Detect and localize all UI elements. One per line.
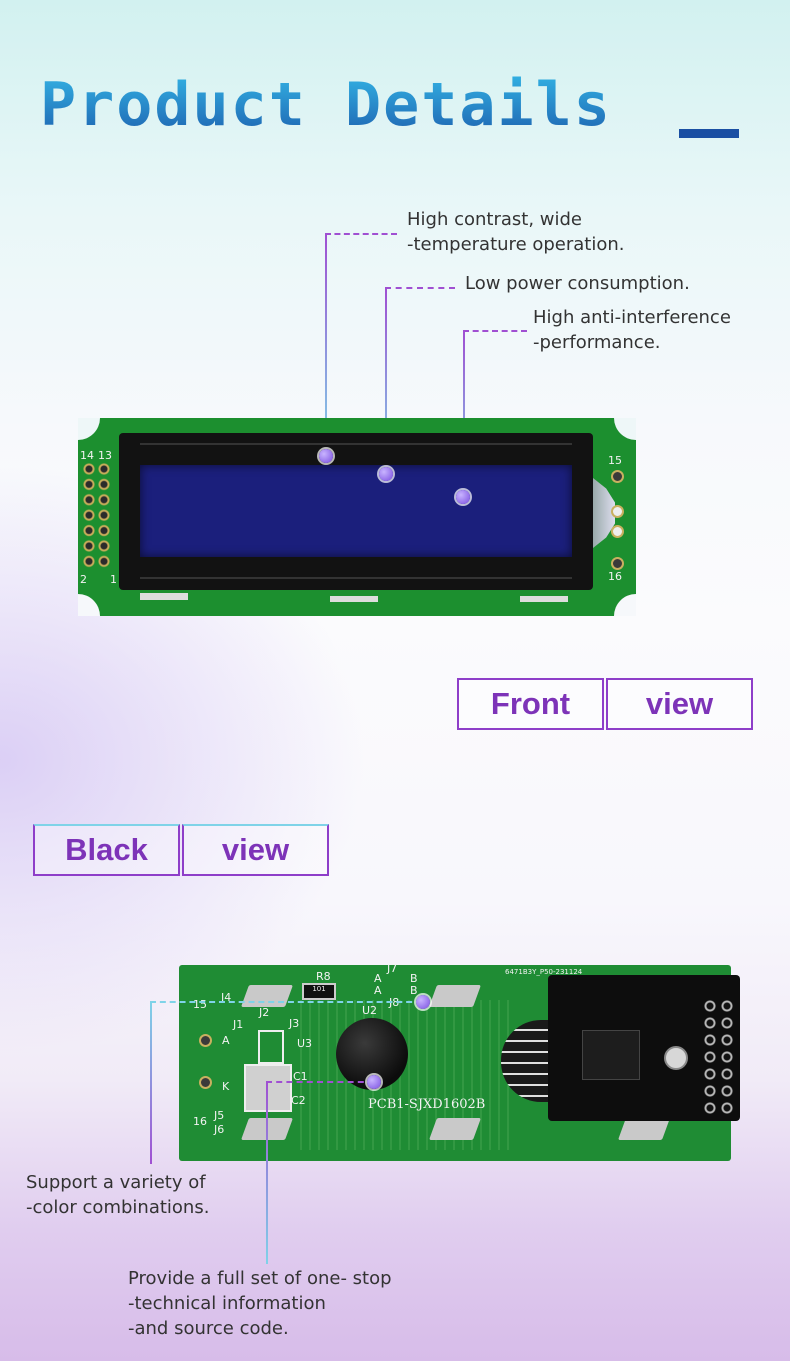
- silk-15: 15: [193, 998, 207, 1011]
- silk-u2: U2: [362, 1004, 378, 1017]
- bottom-pad-1: [140, 593, 188, 600]
- back-pad-4: [428, 1118, 482, 1140]
- callout-dot-1: [319, 449, 333, 463]
- pin-header: [82, 462, 112, 570]
- bottom-pad-3: [520, 596, 568, 602]
- back-view-word2: view: [182, 824, 329, 876]
- lcd-bezel-line-bottom: [140, 577, 572, 579]
- lcd-bezel-line-top: [140, 443, 572, 445]
- silk-c1: C1: [293, 1070, 308, 1083]
- callout-line-3-v: [463, 331, 465, 497]
- pad-15: [611, 470, 624, 483]
- i2c-trimmer[interactable]: [664, 1046, 688, 1070]
- mount-notch-br: [614, 594, 636, 616]
- silk-k: K: [222, 1080, 230, 1093]
- callout-dot-2: [379, 467, 393, 481]
- i2c-chip: [582, 1030, 640, 1080]
- front-view-word1: Front: [457, 678, 604, 730]
- callout-dot-3: [456, 490, 470, 504]
- front-view-word2: view: [606, 678, 753, 730]
- trace-pattern: [300, 1000, 510, 1150]
- silk-a: A: [222, 1034, 230, 1047]
- back-callout-dot-2: [367, 1075, 381, 1089]
- silk-j3: J3: [289, 1017, 300, 1030]
- cap-c1-c2: [244, 1064, 292, 1112]
- silk-c2: C2: [291, 1094, 306, 1107]
- callout-text-power: Low power consumption.: [465, 273, 690, 294]
- callout-line-1-v: [325, 234, 327, 456]
- silk-j5: J5: [214, 1109, 225, 1122]
- back-callout-2-v: [266, 1082, 268, 1264]
- pin-label-1: 1: [110, 573, 117, 586]
- pad-16: [611, 557, 624, 570]
- callout-text-interference: High anti-interference -performance.: [533, 307, 731, 353]
- pin-label-16: 16: [608, 570, 622, 583]
- silk-r8-value: 101: [312, 985, 326, 993]
- page-title: Product Details: [40, 70, 612, 140]
- silk-u3: U3: [297, 1037, 313, 1050]
- silk-r8: R8: [316, 970, 331, 983]
- back-pad-k: [199, 1076, 212, 1089]
- pcb-name: PCB1-SJXD1602B: [368, 1097, 486, 1112]
- pad-mid-1: [611, 505, 624, 518]
- callout-line-2-h: [385, 287, 455, 289]
- lcd-screen: [140, 465, 572, 557]
- back-callout-2-h: [266, 1081, 374, 1083]
- silk-b1: B: [410, 972, 418, 985]
- silk-j4: J4: [221, 991, 232, 1004]
- callout-line-1-h: [325, 233, 397, 235]
- date-code: 6471B3Y_P50-231124: [505, 968, 583, 976]
- silk-j1: J1: [233, 1018, 244, 1031]
- silk-j6: J6: [214, 1123, 225, 1136]
- regulator-u3: [258, 1030, 284, 1064]
- callout-line-3-h: [463, 330, 527, 332]
- silk-j2: J2: [259, 1006, 270, 1019]
- back-view-word1: Black: [33, 824, 180, 876]
- back-pad-2: [428, 985, 482, 1007]
- back-pad-a: [199, 1034, 212, 1047]
- silk-16: 16: [193, 1115, 207, 1128]
- callout-line-2-v: [385, 288, 387, 474]
- back-callout-text-colors: Support a variety of -color combinations…: [26, 1172, 210, 1218]
- pin-label-2: 2: [80, 573, 87, 586]
- callout-text-contrast: High contrast, wide -temperature operati…: [407, 209, 625, 255]
- silk-j7: J7: [387, 962, 398, 975]
- back-callout-dot-1: [416, 995, 430, 1009]
- back-pad-5: [617, 1118, 671, 1140]
- silk-b2: B: [410, 984, 418, 997]
- back-pad-1: [240, 985, 294, 1007]
- title-underline: [679, 129, 739, 138]
- back-callout-1-h: [150, 1001, 422, 1003]
- pin-label-15: 15: [608, 454, 622, 467]
- i2c-pin-header: [702, 998, 736, 1118]
- pin-label-13: 13: [98, 449, 112, 462]
- silk-a2: A: [374, 984, 382, 997]
- pad-mid-2: [611, 525, 624, 538]
- back-callout-text-support: Provide a full set of one- stop -technic…: [128, 1268, 392, 1339]
- silk-a1: A: [374, 972, 382, 985]
- back-callout-1-v: [150, 1002, 152, 1164]
- bottom-pad-2: [330, 596, 378, 602]
- backlight-tab: [593, 478, 615, 548]
- pin-label-14: 14: [80, 449, 94, 462]
- resistor-r8: 101: [302, 983, 336, 1000]
